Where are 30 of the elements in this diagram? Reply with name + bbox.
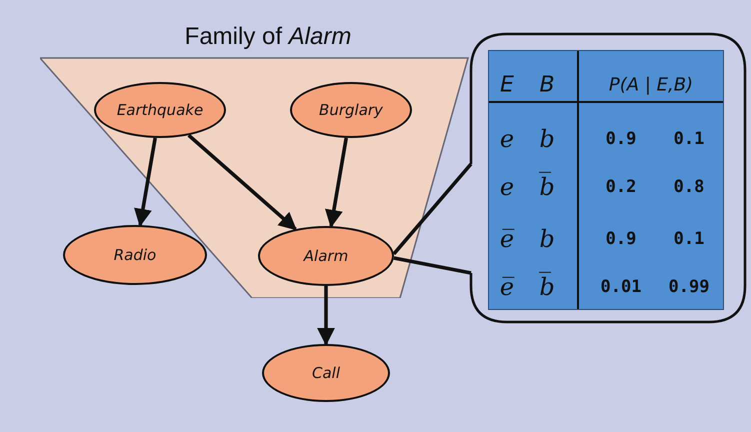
variable-value: e̅ <box>500 273 514 301</box>
column-header: P(A | E,B) <box>608 74 694 96</box>
probability-value: 0.9 <box>606 129 636 149</box>
variable-value: e <box>500 125 514 153</box>
probability-value: 0.9 <box>606 229 636 249</box>
node-label: Alarm <box>304 247 348 265</box>
probability-value: 0.8 <box>674 177 704 197</box>
arrow <box>317 286 335 346</box>
node-label: Radio <box>114 246 156 264</box>
variable-value: e̅ <box>500 225 514 253</box>
variable-value: e <box>500 173 514 201</box>
probability-value: 0.01 <box>600 277 642 297</box>
column-header: B <box>539 72 555 98</box>
region-heading: Family of Alarm <box>184 22 352 52</box>
arrow <box>187 134 297 231</box>
callout-pointer <box>392 162 473 275</box>
node-label: Earthquake <box>116 101 204 119</box>
variable-value: b <box>539 225 555 253</box>
node-label: Burglary <box>319 101 383 119</box>
arrow <box>324 138 348 228</box>
probability-value: 0.2 <box>606 177 636 197</box>
probability-value: 0.1 <box>674 129 704 149</box>
column-header: E <box>500 72 514 98</box>
variable-value: b̅ <box>539 273 555 301</box>
variable-value: b <box>539 125 555 153</box>
variable-value: b̅ <box>539 173 555 201</box>
probability-value: 0.1 <box>674 229 704 249</box>
arrow <box>134 138 157 227</box>
node-label: Call <box>312 364 340 382</box>
probability-value: 0.99 <box>668 277 710 297</box>
